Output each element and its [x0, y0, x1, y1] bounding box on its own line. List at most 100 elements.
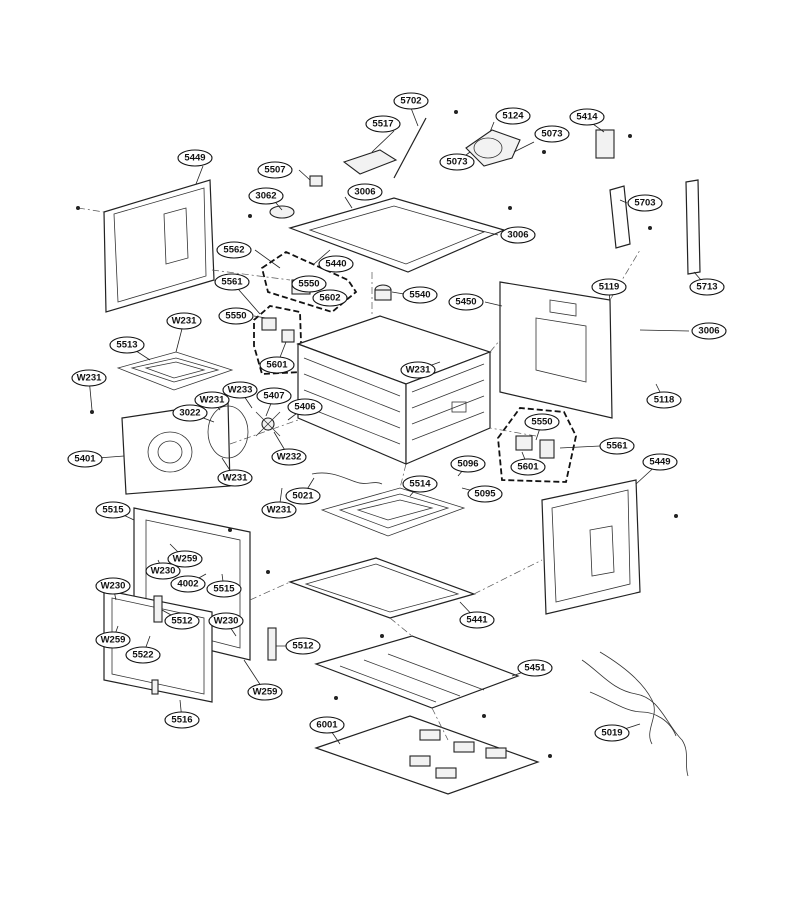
svg-text:5517: 5517	[372, 119, 393, 130]
callout-5713: 5713	[689, 278, 725, 296]
svg-text:W259: W259	[173, 554, 198, 565]
svg-text:5702: 5702	[400, 96, 421, 107]
svg-text:5713: 5713	[696, 282, 717, 293]
svg-text:5514: 5514	[409, 479, 431, 490]
callout-5124: 5124	[495, 107, 531, 125]
svg-text:3006: 3006	[507, 230, 528, 241]
callout-w230: W230	[208, 612, 244, 630]
callout-w259: W259	[167, 550, 203, 568]
svg-text:W231: W231	[77, 373, 103, 384]
callout-3062: 3062	[248, 187, 284, 205]
svg-text:W231: W231	[406, 365, 432, 376]
svg-text:5550: 5550	[225, 311, 246, 322]
svg-text:W231: W231	[200, 395, 226, 406]
callout-5512: 5512	[164, 612, 200, 630]
part-side-panel-right	[541, 479, 641, 615]
svg-text:5124: 5124	[502, 111, 524, 122]
part-bottom-tray-5441	[288, 557, 476, 619]
callout-w231: W231	[194, 391, 230, 409]
svg-text:5550: 5550	[531, 417, 552, 428]
callout-5073: 5073	[534, 125, 570, 143]
svg-text:5118: 5118	[654, 395, 675, 406]
callout-w259: W259	[95, 631, 131, 649]
svg-text:W231: W231	[267, 505, 293, 516]
svg-text:W259: W259	[253, 687, 278, 698]
assembly-guide-lines	[211, 249, 641, 741]
callout-5550: 5550	[524, 413, 560, 431]
callout-5550: 5550	[291, 275, 327, 293]
callout-5517: 5517	[365, 115, 401, 133]
svg-text:6001: 6001	[316, 720, 338, 731]
callout-5515: 5515	[206, 580, 242, 598]
part-hinge-5512	[153, 595, 277, 661]
svg-text:W259: W259	[101, 635, 126, 646]
callout-5449: 5449	[642, 453, 678, 471]
callout-w232: W232	[271, 448, 307, 466]
part-side-panel-left	[77, 179, 215, 313]
svg-text:4002: 4002	[177, 579, 198, 590]
callout-w231: W231	[71, 369, 107, 387]
part-5550-left	[261, 317, 295, 343]
callout-5021: 5021	[285, 487, 321, 505]
callout-5516: 5516	[164, 711, 200, 729]
svg-text:5451: 5451	[524, 663, 546, 674]
svg-text:5021: 5021	[292, 491, 314, 502]
svg-text:5449: 5449	[184, 153, 205, 164]
svg-text:5095: 5095	[474, 489, 496, 500]
callout-5401: 5401	[67, 450, 103, 468]
svg-text:W231: W231	[223, 473, 249, 484]
callout-4002: 4002	[170, 575, 206, 593]
callout-5440: 5440	[318, 255, 354, 273]
svg-text:5513: 5513	[116, 340, 137, 351]
callout-w231: W231	[400, 361, 436, 379]
svg-text:5450: 5450	[455, 297, 476, 308]
svg-text:5507: 5507	[264, 165, 285, 176]
svg-text:5401: 5401	[74, 454, 96, 465]
callout-5514: 5514	[402, 475, 438, 493]
part-ring-element-3022	[207, 405, 249, 459]
svg-text:3022: 3022	[179, 408, 200, 419]
svg-text:5073: 5073	[446, 157, 467, 168]
part-base-6001	[314, 715, 540, 795]
screw-markers	[76, 110, 678, 758]
part-bottom-panel-5451	[314, 635, 520, 709]
callout-6001: 6001	[309, 716, 345, 734]
svg-text:5512: 5512	[292, 641, 313, 652]
svg-text:5406: 5406	[294, 402, 315, 413]
svg-text:5602: 5602	[319, 293, 340, 304]
svg-text:5561: 5561	[221, 277, 243, 288]
callout-3006: 3006	[691, 322, 727, 340]
callout-w231: W231	[166, 312, 202, 330]
callout-5407: 5407	[256, 387, 292, 405]
part-switch-5414	[595, 129, 615, 159]
svg-text:W230: W230	[101, 581, 126, 592]
svg-text:5512: 5512	[171, 616, 192, 627]
callout-5095: 5095	[467, 485, 503, 503]
callout-5601: 5601	[510, 458, 546, 476]
callout-w259: W259	[247, 683, 283, 701]
callout-5118: 5118	[646, 391, 682, 409]
callout-5507: 5507	[257, 161, 293, 179]
part-oven-cavity	[296, 315, 492, 465]
svg-text:W230: W230	[151, 566, 176, 577]
part-5601-right	[515, 435, 555, 459]
svg-text:W230: W230	[214, 616, 239, 627]
callout-5513: 5513	[109, 336, 145, 354]
svg-text:5540: 5540	[409, 290, 430, 301]
part-wire-5021	[311, 472, 383, 485]
callout-5414: 5414	[569, 108, 605, 126]
svg-text:5096: 5096	[457, 459, 478, 470]
callout-5522: 5522	[125, 646, 161, 664]
group-outline-5561-right	[497, 407, 577, 483]
svg-text:5414: 5414	[576, 112, 598, 123]
callout-w231: W231	[217, 469, 253, 487]
part-cap-5540	[374, 284, 392, 301]
group-outline-5562	[260, 250, 358, 314]
callout-5562: 5562	[216, 241, 252, 259]
callout-5703: 5703	[627, 194, 663, 212]
callout-5540: 5540	[402, 286, 438, 304]
callout-5602: 5602	[312, 289, 348, 307]
callout-5450: 5450	[448, 293, 484, 311]
svg-text:5407: 5407	[263, 391, 284, 402]
part-cooling-fan-5124	[465, 129, 521, 167]
